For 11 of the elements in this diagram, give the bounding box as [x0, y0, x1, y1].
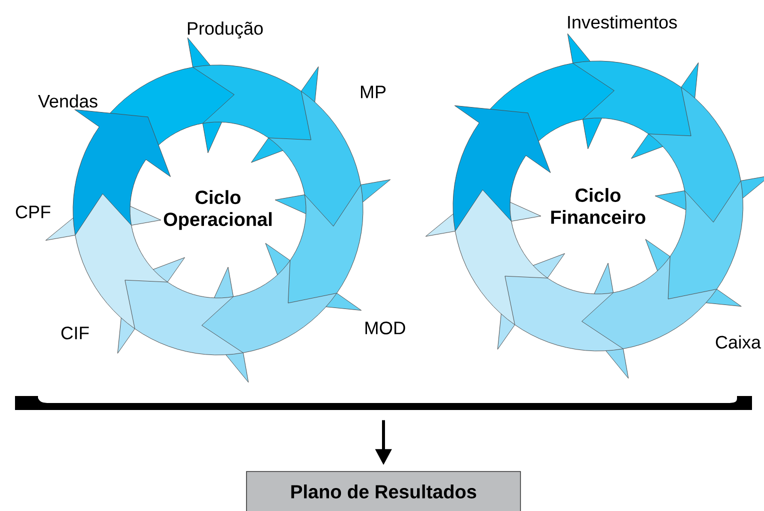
cycle-label: Produção: [188, 22, 263, 38]
cycle-title: Ciclo Financeiro: [551, 188, 646, 224]
cycle-label: MP: [360, 86, 386, 98]
bracket: [15, 396, 752, 410]
cycle-title: Ciclo Operacional: [164, 190, 272, 230]
result-box: Plano de Resultados: [246, 471, 521, 511]
cycle-label: Caixa: [716, 335, 761, 349]
cycle-label: Vendas: [38, 94, 98, 108]
cycle-label: CIF: [61, 326, 89, 340]
cycle-label: CPF: [16, 206, 50, 218]
cycle-label: MOD: [365, 322, 406, 334]
